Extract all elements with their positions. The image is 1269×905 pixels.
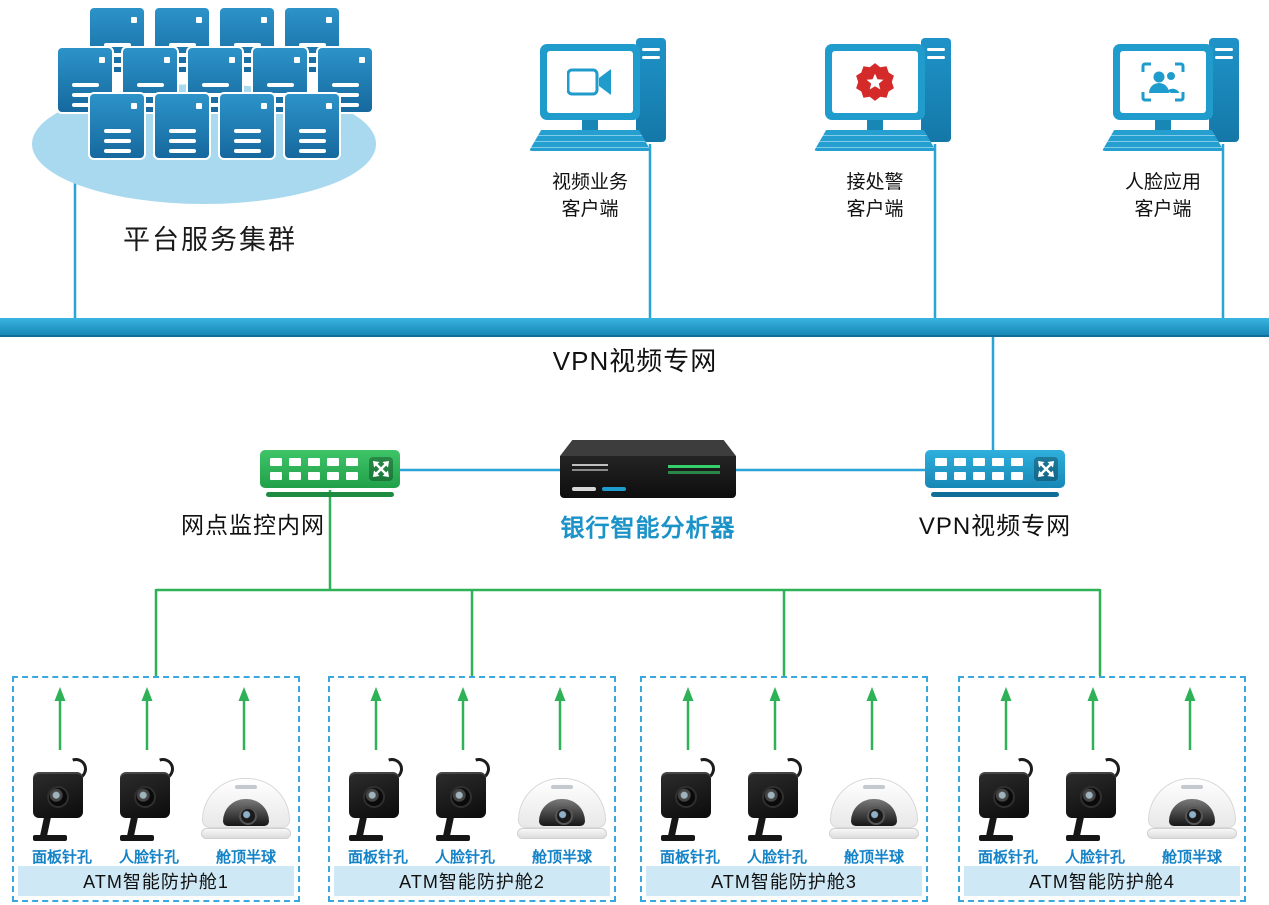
pinhole-camera-icon (977, 754, 1039, 842)
monitor-screen (1120, 51, 1206, 113)
camera-label: 人脸针孔 (1064, 849, 1125, 866)
server-icon (283, 92, 341, 160)
analyzer-led-marks (668, 465, 720, 468)
analyzer-label: 银行智能分析器 (560, 515, 736, 542)
cabin-label: ATM智能防护舱1 (83, 872, 229, 892)
client-video-workstation: 视频业务 客户端 (529, 38, 680, 238)
switch-ports-icon (270, 458, 358, 480)
server-icon (153, 92, 211, 160)
client-alarm-label: 接处警 客户端 (846, 172, 904, 220)
monitor-icon (1113, 44, 1213, 120)
keyboard-icon (814, 130, 936, 151)
dome-camera-icon (829, 770, 919, 842)
switch-crossover-icon (369, 457, 393, 481)
lan-switch-shadow (266, 492, 394, 497)
camera-label: 人脸针孔 (746, 849, 807, 866)
camera-label: 舱顶半球 (1161, 849, 1222, 866)
server-icon (218, 92, 276, 160)
cabin-label-bar: ATM智能防护舱2 (334, 866, 610, 896)
camera-label: 面板针孔 (31, 849, 92, 866)
monitor-stand (867, 120, 883, 130)
pinhole-camera-icon (347, 754, 409, 842)
dome-camera-icon (517, 770, 607, 842)
dome-camera-icon (201, 770, 291, 842)
pc-tower-icon (636, 38, 666, 142)
monitor-stand (1155, 120, 1171, 130)
face-recognition-icon (1141, 62, 1185, 102)
vpn-switch-label: VPN视频专网 (918, 513, 1072, 540)
pinhole-camera-icon (1064, 754, 1126, 842)
camera-label: 舱顶半球 (843, 849, 904, 866)
analyzer-front-panel (560, 456, 736, 498)
lan-switch (260, 450, 400, 488)
keyboard-icon (529, 130, 651, 151)
cabin-label-bar: ATM智能防护舱4 (964, 866, 1240, 896)
cabin-label-bar: ATM智能防护舱3 (646, 866, 922, 896)
pinhole-camera-icon (118, 754, 180, 842)
camera-label: 舱顶半球 (215, 849, 276, 866)
vpn-backbone-bar (0, 318, 1269, 337)
pc-tower-icon (1209, 38, 1239, 142)
monitor-stand (582, 120, 598, 130)
camera-label: 面板针孔 (347, 849, 408, 866)
cabin-label-bar: ATM智能防护舱1 (18, 866, 294, 896)
monitor-screen (832, 51, 918, 113)
atm-cabin-1: 面板针孔 人脸针孔 舱顶半球 ATM智能防护舱1 (12, 676, 300, 902)
client-face-workstation: 人脸应用 客户端 (1102, 38, 1253, 238)
monitor-icon (825, 44, 925, 120)
camera-label: 人脸针孔 (434, 849, 495, 866)
switch-ports-icon (935, 458, 1023, 480)
analyzer-panel-text-marks (572, 464, 608, 466)
camera-label: 人脸针孔 (118, 849, 179, 866)
client-alarm-workstation: 接处警 客户端 (814, 38, 965, 238)
analyzer-top-face (560, 440, 736, 456)
pinhole-camera-icon (659, 754, 721, 842)
vpn-switch (925, 450, 1065, 488)
atm-cabin-4: 面板针孔 人脸针孔 舱顶半球 ATM智能防护舱4 (958, 676, 1246, 902)
server-cluster: 平台服务集群 (28, 0, 392, 262)
pc-tower-icon (921, 38, 951, 142)
camera-label: 面板针孔 (659, 849, 720, 866)
cabin-label: ATM智能防护舱2 (399, 872, 545, 892)
atm-cabin-2: 面板针孔 人脸针孔 舱顶半球 ATM智能防护舱2 (328, 676, 616, 902)
cluster-label: 平台服务集群 (123, 225, 297, 255)
dome-camera-icon (1147, 770, 1237, 842)
client-video-label: 视频业务 客户端 (551, 172, 628, 220)
camera-label: 面板针孔 (977, 849, 1038, 866)
server-icon (88, 92, 146, 160)
atm-cabin-3: 面板针孔 人脸针孔 舱顶半球 ATM智能防护舱3 (640, 676, 928, 902)
cabin-label: ATM智能防护舱3 (711, 872, 857, 892)
lan-switch-label: 网点监控内网 (181, 512, 325, 538)
keyboard-icon (1102, 130, 1224, 151)
alarm-badge-icon (856, 63, 894, 101)
vpn-backbone-label: VPN视频专网 (552, 346, 718, 376)
cabin-label: ATM智能防护舱4 (1029, 872, 1175, 892)
monitor-screen (547, 51, 633, 113)
pinhole-camera-icon (31, 754, 93, 842)
analyzer-brand-mark (572, 487, 596, 491)
pinhole-camera-icon (434, 754, 496, 842)
client-face-label: 人脸应用 客户端 (1124, 172, 1201, 220)
switch-crossover-icon (1034, 457, 1058, 481)
vpn-switch-shadow (931, 492, 1059, 497)
camera-label: 舱顶半球 (531, 849, 592, 866)
pinhole-camera-icon (746, 754, 808, 842)
bank-analyzer-device (560, 440, 736, 500)
video-camera-icon (567, 68, 611, 96)
monitor-icon (540, 44, 640, 120)
